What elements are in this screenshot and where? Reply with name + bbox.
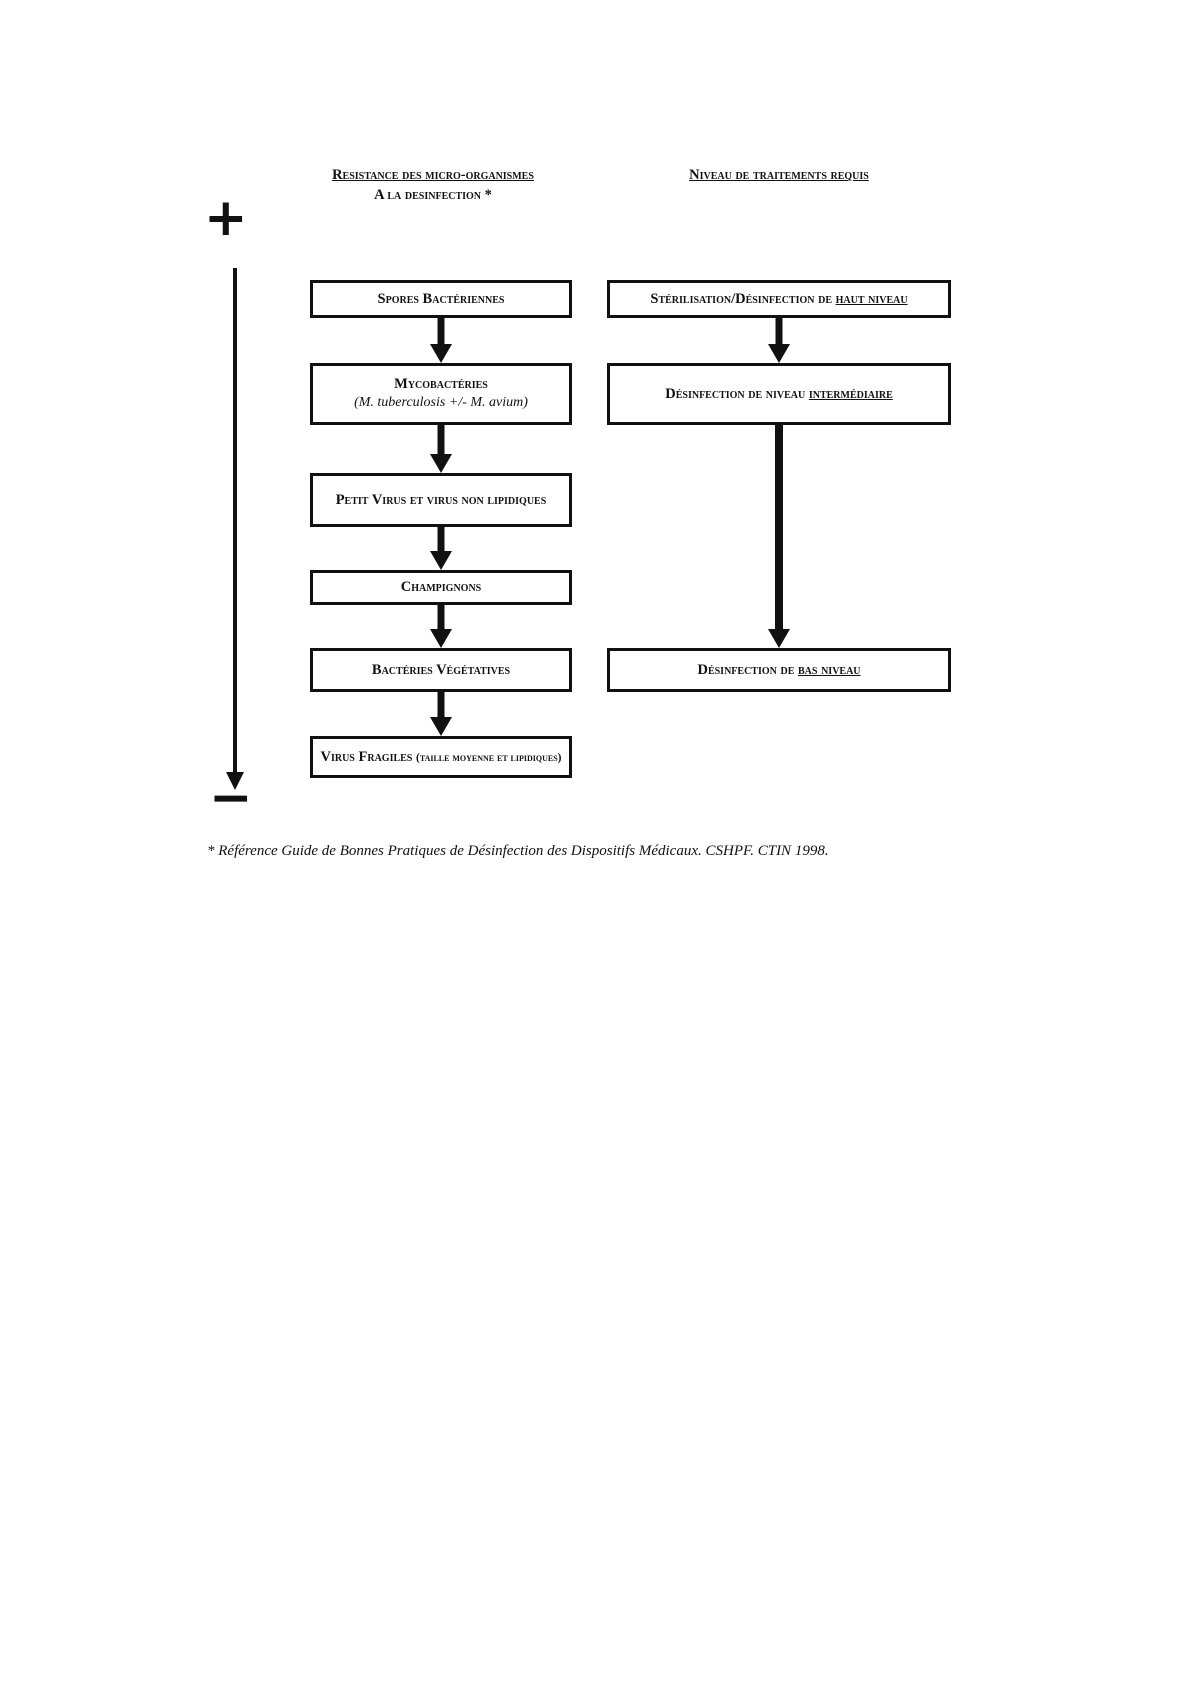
box-petit-virus: Petit Virus et virus non lipidiques — [310, 473, 572, 527]
box-bacteries-vegetatives: Bactéries Végétatives — [310, 648, 572, 692]
footnote-reference: * Référence Guide de Bonnes Pratiques de… — [207, 843, 829, 859]
axis-arrowhead-icon — [226, 772, 244, 790]
box-champignons: Champignons — [310, 570, 572, 605]
box-text: Désinfection de — [697, 661, 798, 678]
box-text: Stérilisation/Désinfection de — [650, 290, 836, 307]
box-title-main: Virus Fragiles — [320, 748, 416, 765]
box-title: Virus Fragiles (taille moyenne et lipidi… — [321, 748, 562, 767]
right-column-header: Niveau de traitements requis — [633, 166, 925, 186]
box-title: Spores Bactériennes — [377, 290, 505, 307]
box-desinfection-bas-niveau: Désinfection de bas niveau — [607, 648, 951, 692]
right-header-line1: Niveau de traitements requis — [689, 167, 869, 183]
box-spores-bacteriennes: Spores Bactériennes — [310, 280, 572, 318]
left-header-line2: A la desinfection * — [374, 186, 492, 203]
box-title: Champignons — [400, 579, 482, 596]
down-arrow — [430, 425, 452, 473]
box-title: Désinfection de niveau intermédiaire — [665, 385, 893, 404]
box-title: Bactéries Végétatives — [371, 661, 511, 678]
box-text-underlined: intermédiaire — [808, 385, 893, 402]
box-text: Désinfection de niveau — [665, 385, 809, 402]
down-arrow — [430, 605, 452, 648]
resistance-axis-line — [233, 268, 237, 772]
down-arrow — [768, 318, 790, 363]
down-arrow — [430, 318, 452, 363]
box-subtitle: (M. tuberculosis +/- M. avium) — [354, 395, 528, 411]
box-title: Désinfection de bas niveau — [697, 661, 860, 680]
down-arrow — [430, 527, 452, 570]
box-title: Petit Virus et virus non lipidiques — [335, 491, 547, 508]
box-virus-fragiles: Virus Fragiles (taille moyenne et lipidi… — [310, 736, 572, 778]
plus-sign: + — [204, 188, 248, 248]
box-title: Mycobactéries — [394, 376, 488, 393]
left-header-line1: Resistance des micro-organismes — [332, 167, 534, 183]
left-column-header: Resistance des micro-organismes A la des… — [288, 166, 578, 205]
box-text-underlined: haut niveau — [835, 290, 908, 307]
down-arrow — [430, 692, 452, 736]
box-title: Stérilisation/Désinfection de haut nivea… — [650, 290, 907, 309]
minus-sign: − — [209, 768, 253, 828]
box-desinfection-intermediaire: Désinfection de niveau intermédiaire — [607, 363, 951, 425]
box-sterilisation-haut-niveau: Stérilisation/Désinfection de haut nivea… — [607, 280, 951, 318]
box-mycobacteries: Mycobactéries (M. tuberculosis +/- M. av… — [310, 363, 572, 425]
box-text-underlined: bas niveau — [798, 661, 861, 678]
down-arrow-long — [768, 425, 790, 648]
box-title-small: (taille moyenne et lipidiques) — [416, 751, 562, 764]
